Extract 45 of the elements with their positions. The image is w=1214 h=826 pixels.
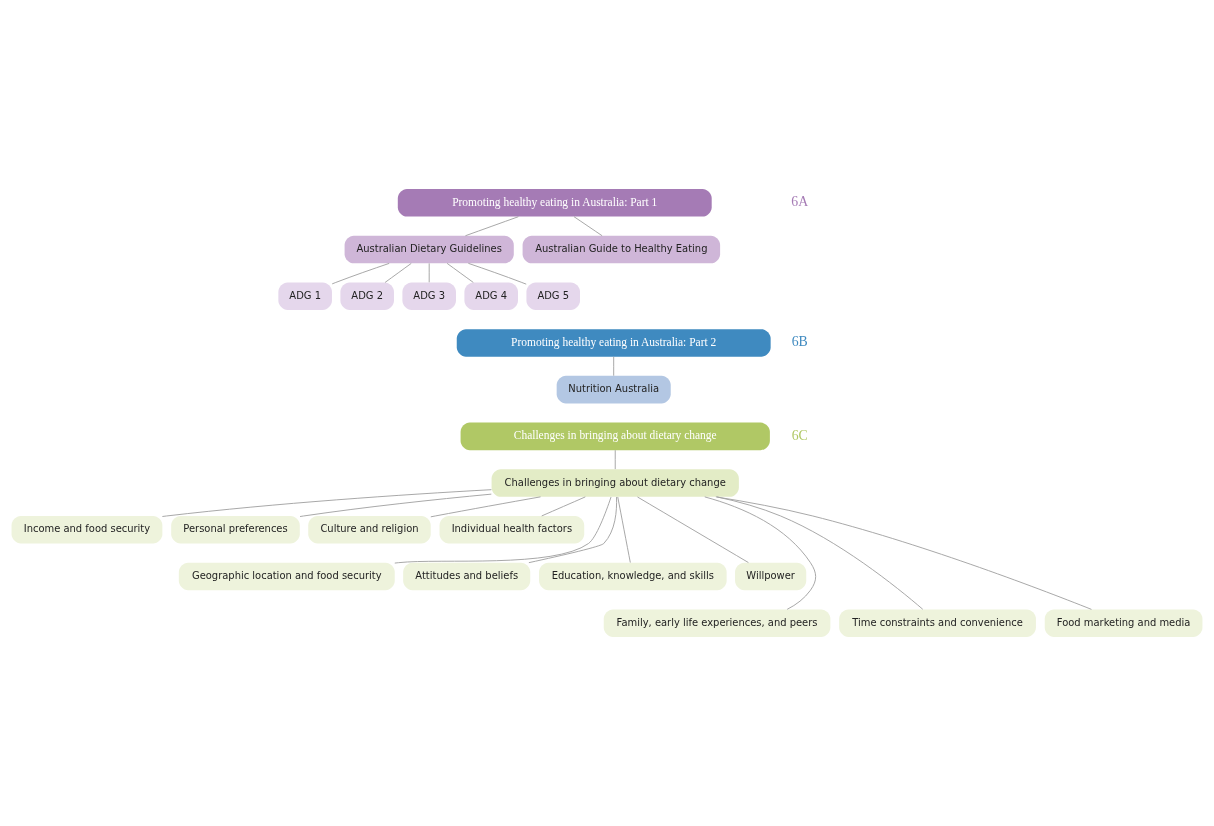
connector xyxy=(704,496,817,610)
node-box: Culture and religion xyxy=(308,515,431,544)
connector xyxy=(637,496,749,563)
connector xyxy=(394,496,612,564)
node-box: ADG 3 xyxy=(402,282,456,311)
node-box: Family, early life experiences, and peers xyxy=(603,609,831,637)
node-box: Promoting healthy eating in Australia: Part 1 xyxy=(397,189,712,217)
connector xyxy=(541,496,586,517)
node-box: ADG 2 xyxy=(340,282,394,311)
node-box: Personal preferences xyxy=(171,515,300,544)
node-box: Challenges in bringing about dietary change xyxy=(460,422,770,451)
connector xyxy=(614,449,616,470)
connector xyxy=(617,496,631,563)
connector xyxy=(384,262,412,283)
node-box: Nutrition Australia xyxy=(556,375,671,404)
node-box: Individual health factors xyxy=(439,515,585,544)
label: 6A xyxy=(791,194,809,210)
connector xyxy=(428,262,430,283)
node-box: Income and food security xyxy=(11,515,163,544)
label: 6C xyxy=(791,427,808,443)
connector xyxy=(613,356,615,377)
connector xyxy=(446,262,474,283)
connector xyxy=(528,496,618,564)
connector xyxy=(331,262,390,285)
node-box: Australian Dietary Guidelines xyxy=(344,235,514,264)
node-box: Australian Guide to Healthy Eating xyxy=(522,235,721,264)
node-box: ADG 1 xyxy=(278,282,332,311)
node-box: Challenges in bringing about dietary change xyxy=(491,469,739,497)
connector xyxy=(715,496,1092,610)
connector xyxy=(573,216,603,237)
node-box: Food marketing and media xyxy=(1044,609,1203,637)
node-box: Geographic location and food security xyxy=(178,562,395,591)
connector xyxy=(161,489,492,517)
node-box: Willpower xyxy=(735,562,807,591)
node-box: Attitudes and beliefs xyxy=(403,562,531,591)
connector xyxy=(430,496,541,518)
node-box: ADG 5 xyxy=(526,282,580,311)
label: 6B xyxy=(791,334,808,350)
node-box: Education, knowledge, and skills xyxy=(539,562,727,591)
connector xyxy=(467,262,527,285)
node-box: ADG 4 xyxy=(464,282,518,311)
connector xyxy=(299,493,492,517)
node-box: Time constraints and convenience xyxy=(839,609,1036,637)
node-box: Promoting healthy eating in Australia: Part 2 xyxy=(456,329,771,357)
connector xyxy=(464,216,519,237)
